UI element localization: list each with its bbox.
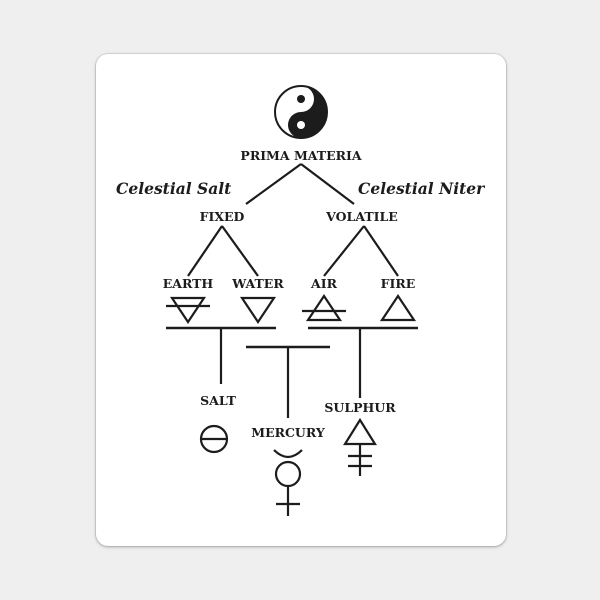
water-triangle-icon bbox=[239, 296, 277, 324]
root-branches bbox=[245, 163, 355, 205]
mercury-label: MERCURY bbox=[251, 425, 326, 440]
connector-lines bbox=[166, 326, 418, 418]
fixed-label: FIXED bbox=[200, 209, 245, 224]
celestial-niter-label: Celestial Niter bbox=[358, 179, 486, 198]
volatile-label: VOLATILE bbox=[325, 209, 398, 224]
fire-triangle-icon bbox=[379, 294, 417, 322]
sulphur-label: SULPHUR bbox=[324, 400, 396, 415]
celestial-salt-label: Celestial Salt bbox=[116, 179, 232, 198]
salt-label: SALT bbox=[200, 393, 236, 408]
yin-yang-icon bbox=[274, 85, 328, 139]
alchemy-diagram: PRIMA MATERIA Celestial Salt Celestial N… bbox=[116, 85, 486, 516]
sulphur-icon bbox=[343, 417, 377, 476]
earth-label: EARTH bbox=[163, 276, 214, 291]
water-label: WATER bbox=[231, 276, 284, 291]
salt-circle-icon bbox=[199, 424, 229, 454]
root-label: PRIMA MATERIA bbox=[240, 148, 361, 163]
earth-triangle-icon bbox=[166, 296, 210, 324]
air-label: AIR bbox=[310, 276, 338, 291]
volatile-branches bbox=[323, 225, 399, 277]
sticker: PRIMA MATERIA Celestial Salt Celestial N… bbox=[96, 54, 506, 546]
mercury-icon bbox=[273, 449, 303, 516]
fire-label: FIRE bbox=[381, 276, 416, 291]
fixed-branches bbox=[187, 225, 259, 277]
air-triangle-icon bbox=[302, 294, 346, 322]
